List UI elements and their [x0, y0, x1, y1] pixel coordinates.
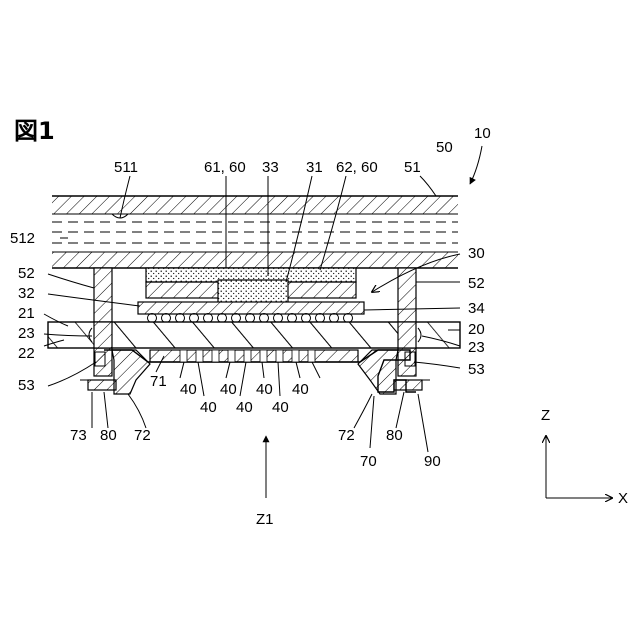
label-40-a: 40 [180, 381, 197, 398]
label-51: 51 [404, 159, 421, 176]
label-40-g: 40 [272, 399, 289, 416]
label-80-right: 80 [386, 427, 403, 444]
label-30: 30 [468, 245, 485, 262]
label-53-right: 53 [468, 361, 485, 378]
label-10: 10 [474, 125, 491, 142]
label-62-60: 62, 60 [336, 159, 378, 176]
label-21: 21 [18, 305, 35, 322]
label-34: 34 [468, 300, 485, 317]
label-23-left: 23 [18, 325, 35, 342]
label-z1: Z1 [256, 511, 274, 528]
label-71: 71 [150, 373, 167, 390]
cover-member-50 [52, 196, 458, 268]
label-33: 33 [262, 159, 279, 176]
label-80-left: 80 [100, 427, 117, 444]
label-90: 90 [424, 453, 441, 470]
ref-10-arrow [470, 146, 482, 184]
label-32: 32 [18, 285, 35, 302]
solder-balls-34 [148, 314, 353, 323]
label-72-right: 72 [338, 427, 355, 444]
label-40-c: 40 [256, 381, 273, 398]
label-52-left: 52 [18, 265, 35, 282]
label-23-right: 23 [468, 339, 485, 356]
fins-40 [180, 350, 315, 362]
label-40-b: 40 [220, 381, 237, 398]
label-50: 50 [436, 139, 453, 156]
label-70: 70 [360, 453, 377, 470]
label-61-60: 61, 60 [204, 159, 246, 176]
label-511: 511 [114, 159, 138, 176]
label-53-left: 53 [18, 377, 35, 394]
label-31: 31 [306, 159, 323, 176]
label-40-f: 40 [236, 399, 253, 416]
semiconductor-package-30 [138, 268, 364, 314]
label-20: 20 [468, 321, 485, 338]
label-52-right: 52 [468, 275, 485, 292]
label-40-e: 40 [200, 399, 217, 416]
circuit-board-20 [48, 322, 460, 348]
axis-z-label: Z [541, 407, 550, 424]
label-512: 512 [10, 230, 35, 247]
label-72-left: 72 [134, 427, 151, 444]
label-40-d: 40 [292, 381, 309, 398]
figure-title: 図1 [14, 117, 55, 145]
label-22: 22 [18, 345, 35, 362]
label-73: 73 [70, 427, 87, 444]
axis-x-label: X [618, 490, 628, 507]
axis-indicator [546, 436, 612, 498]
